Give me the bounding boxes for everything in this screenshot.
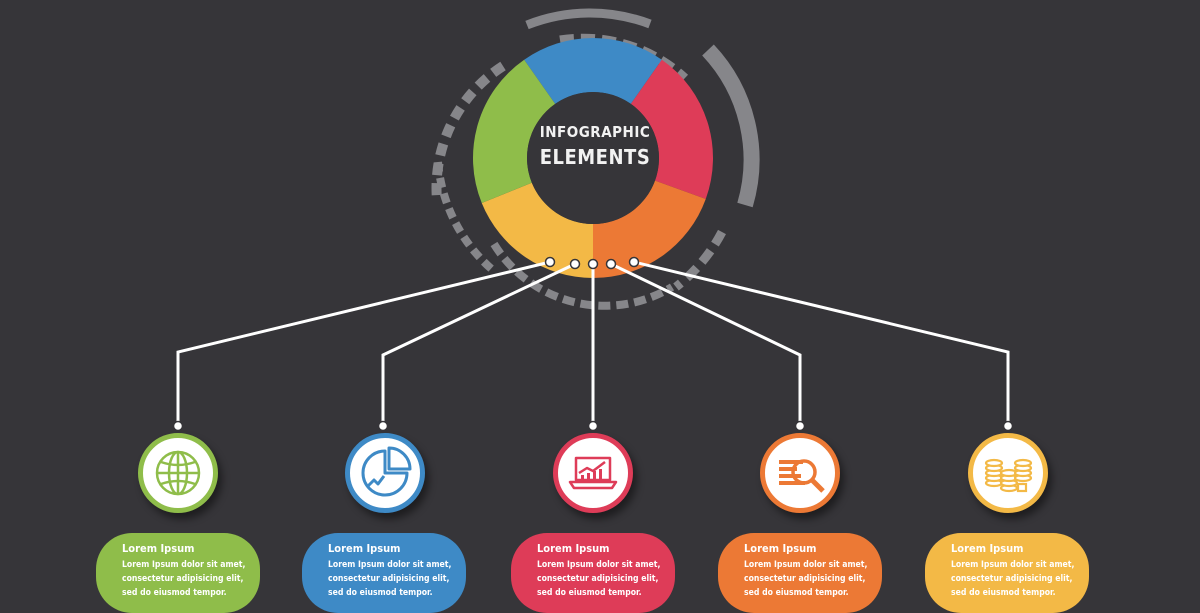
item-3-body-line-2: consectetur adipisicing elit, xyxy=(537,574,659,584)
connector-line-5 xyxy=(633,260,1010,426)
item-2-body-line-3: sed do eiusmod tempor. xyxy=(328,588,433,598)
item-3-icon-circle xyxy=(553,433,633,513)
coins-icon xyxy=(984,458,1033,493)
title-line-2: ELEMENTS xyxy=(539,145,651,169)
connector-dot-2 xyxy=(569,258,581,270)
laptop-chart-icon xyxy=(568,456,618,490)
arc-bottom xyxy=(490,241,675,310)
item-1-heading: Lorem Ipsum xyxy=(122,542,195,555)
item-1-card: Lorem Ipsum Lorem Ipsum dolor sit amet, … xyxy=(96,533,260,613)
title-line-1: INFOGRAPHIC xyxy=(539,123,651,141)
arc-bottom-right xyxy=(673,229,726,291)
item-1-icon-circle xyxy=(138,433,218,513)
connector-dot-8 xyxy=(587,420,599,432)
item-3-body-line-3: sed do eiusmod tempor. xyxy=(537,588,642,598)
connector-dot-3 xyxy=(587,258,599,270)
connector-dot-4 xyxy=(605,258,617,270)
item-4-body-line-3: sed do eiusmod tempor. xyxy=(744,588,849,598)
item-1-body-line-1: Lorem Ipsum dolor sit amet, xyxy=(122,560,246,570)
item-3-heading: Lorem Ipsum xyxy=(537,542,610,555)
item-4-body-line-2: consectetur adipisicing elit, xyxy=(744,574,866,584)
item-1-body-line-3: sed do eiusmod tempor. xyxy=(122,588,227,598)
item-3-body-line-1: Lorem Ipsum dolor sit amet, xyxy=(537,560,661,570)
item-5-body-line-1: Lorem Ipsum dolor sit amet, xyxy=(951,560,1075,570)
item-2-body-line-2: consectetur adipisicing elit, xyxy=(328,574,450,584)
segment-green xyxy=(473,59,556,203)
connector-dot-7 xyxy=(377,420,389,432)
segment-yellow xyxy=(481,182,593,278)
arc-top xyxy=(525,8,652,30)
item-2-icon-circle xyxy=(345,433,425,513)
item-4-body-line-1: Lorem Ipsum dolor sit amet, xyxy=(744,560,868,570)
item-3-card: Lorem Ipsum Lorem Ipsum dolor sit amet, … xyxy=(511,533,675,613)
connector-dot-10 xyxy=(1002,420,1014,432)
item-5-body-line-3: sed do eiusmod tempor. xyxy=(951,588,1056,598)
arc-bottom-left xyxy=(434,161,498,276)
connector-dot-5 xyxy=(628,256,640,268)
item-2-body-line-1: Lorem Ipsum dolor sit amet, xyxy=(328,560,452,570)
connector-dots xyxy=(172,256,1014,432)
item-4-heading: Lorem Ipsum xyxy=(744,542,817,555)
magnifier-icon xyxy=(779,459,825,493)
segment-orange xyxy=(593,180,706,278)
segment-red xyxy=(630,59,713,200)
item-2-card: Lorem Ipsum Lorem Ipsum dolor sit amet, … xyxy=(302,533,466,613)
segment-blue xyxy=(524,37,662,104)
connector-lines xyxy=(176,260,1010,426)
connector-line-2 xyxy=(381,262,576,426)
donut-segments xyxy=(473,37,713,278)
connector-dot-1 xyxy=(544,256,556,268)
arc-right xyxy=(702,44,760,208)
item-2-heading: Lorem Ipsum xyxy=(328,542,401,555)
connector-dot-9 xyxy=(794,420,806,432)
donut-hole xyxy=(527,92,659,224)
item-4-icon-circle xyxy=(760,433,840,513)
item-4-card: Lorem Ipsum Lorem Ipsum dolor sit amet, … xyxy=(718,533,882,613)
pie-chart-icon xyxy=(361,446,412,497)
connector-dot-6 xyxy=(172,420,184,432)
item-5-body-line-2: consectetur adipisicing elit, xyxy=(951,574,1073,584)
connector-line-1 xyxy=(176,260,551,426)
globe-icon xyxy=(155,450,201,496)
item-5-card: Lorem Ipsum Lorem Ipsum dolor sit amet, … xyxy=(925,533,1089,613)
item-1-body-line-2: consectetur adipisicing elit, xyxy=(122,574,244,584)
item-5-heading: Lorem Ipsum xyxy=(951,542,1024,555)
connector-line-4 xyxy=(610,262,802,426)
item-5-icon-circle xyxy=(968,433,1048,513)
